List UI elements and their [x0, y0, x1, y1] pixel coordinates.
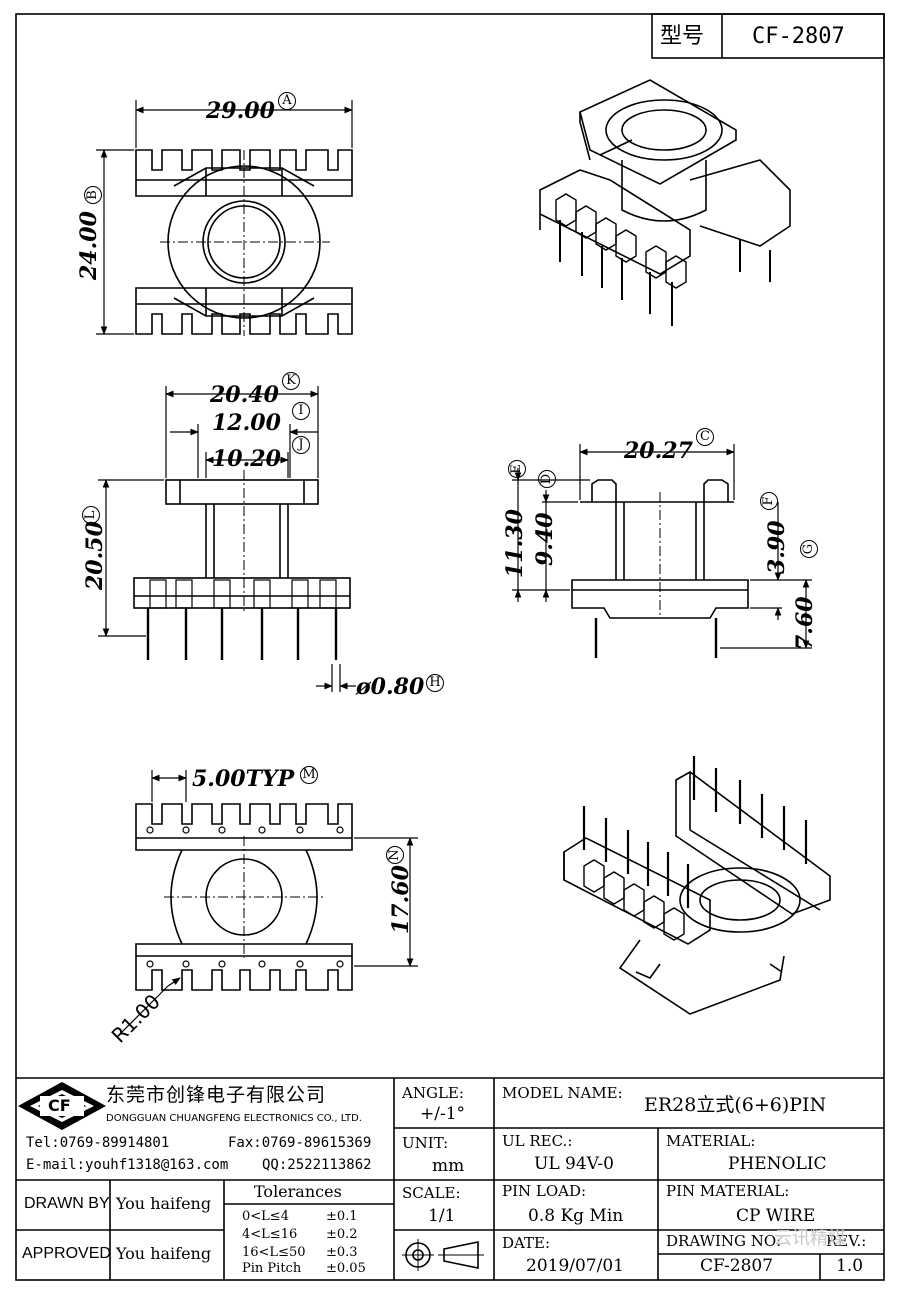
material-label: MATERIAL:: [666, 1132, 756, 1150]
dim-k-value: 20.40: [210, 382, 279, 408]
dim-e-marker: E: [508, 460, 526, 478]
company-qq: QQ:2522113862: [262, 1157, 372, 1173]
company-name-en: DONGGUAN CHUANGFENG ELECTRONICS CO., LTD…: [106, 1113, 362, 1124]
angle-value: +/-1°: [420, 1104, 466, 1124]
dim-l-marker: L: [82, 506, 100, 524]
material-value: PHENOLIC: [728, 1154, 827, 1174]
pin-load-value: 0.8 Kg Min: [528, 1206, 624, 1226]
drawn-by-label: DRAWN BY: [24, 1195, 110, 1212]
model-label: 型号: [660, 24, 705, 49]
tolerance-value-4: ±0.05: [326, 1261, 366, 1276]
dim-b-marker: B: [84, 186, 102, 204]
dim-h-marker: H: [426, 674, 444, 692]
date-label: DATE:: [502, 1234, 551, 1252]
scale-value: 1/1: [428, 1206, 456, 1226]
dim-i-value: 12.00: [212, 410, 281, 436]
dim-g-marker: G: [800, 540, 818, 558]
title-block-grid: [16, 1077, 884, 1280]
dim-l-value: 20.50: [82, 521, 108, 590]
isometric-view-top: [539, 79, 791, 326]
pin-material-label: PIN MATERIAL:: [666, 1182, 790, 1200]
tolerance-range-2: 4<L≤16: [242, 1227, 298, 1242]
logo-text: CF: [48, 1096, 71, 1115]
dim-i-marker: I: [292, 402, 310, 420]
company-logo: [18, 1082, 106, 1130]
tolerance-range-1: 0<L≤4: [242, 1209, 289, 1224]
unit-value: mm: [432, 1156, 465, 1176]
angle-label: ANGLE:: [402, 1084, 464, 1102]
drawn-by-value: You haifeng: [116, 1194, 212, 1213]
approved-value: You haifeng: [116, 1244, 212, 1263]
model-name-label: MODEL NAME:: [502, 1084, 623, 1102]
drawing-no-label: DRAWING NO:: [666, 1232, 782, 1250]
ul-rec-label: UL REC.:: [502, 1132, 573, 1150]
dim-g-value: 7.60: [792, 596, 818, 650]
company-email: E-mail:youhf1318@163.com: [26, 1157, 229, 1173]
scale-label: SCALE:: [402, 1184, 461, 1202]
tolerance-range-4: Pin Pitch: [242, 1261, 302, 1276]
dim-a-value: 29.00: [206, 98, 275, 124]
unit-label: UNIT:: [402, 1134, 449, 1152]
date-value: 2019/07/01: [526, 1256, 624, 1276]
dim-k-marker: K: [282, 372, 300, 390]
pin-material-value: CP WIRE: [736, 1206, 816, 1226]
dim-e-value: 11.30: [502, 509, 528, 578]
model-number: CF-2807: [752, 24, 845, 49]
tolerance-value-1: ±0.1: [326, 1209, 358, 1224]
dim-j-value: 10.20: [212, 446, 281, 472]
dim-b-value: 24.00: [76, 211, 102, 280]
dim-c-marker: C: [696, 428, 714, 446]
model-name-value: ER28立式(6+6)PIN: [644, 1094, 827, 1116]
company-name-cn: 东莞市创锋电子有限公司: [106, 1084, 327, 1106]
dim-h-value: ø0.80: [356, 674, 425, 700]
dim-d-marker: D: [538, 470, 556, 488]
company-tel: Tel:0769-89914801: [26, 1135, 170, 1151]
dim-m-marker: M: [300, 766, 318, 784]
approved-label: APPROVED: [22, 1245, 111, 1262]
tolerance-value-2: ±0.2: [326, 1227, 358, 1242]
dim-n-value: 17.60: [388, 865, 414, 934]
bottom-view: [135, 803, 353, 991]
rev-label: REV.:: [826, 1232, 867, 1250]
watermark: 云讯精煤: [774, 1228, 846, 1249]
tolerances-label: Tolerances: [254, 1182, 342, 1201]
model-number-box: [651, 13, 885, 59]
drawing-no-value: CF-2807: [700, 1256, 774, 1276]
dim-f-marker: F: [760, 492, 778, 510]
front-view: [133, 479, 351, 660]
dim-j-marker: J: [292, 436, 310, 454]
tolerance-value-3: ±0.3: [326, 1245, 358, 1260]
dim-m-value: 5.00TYP: [192, 766, 295, 792]
pin-load-label: PIN LOAD:: [502, 1182, 587, 1200]
dim-d-value: 9.40: [532, 512, 558, 566]
outer-frame: [15, 13, 885, 1281]
dim-c-value: 20.27: [624, 438, 693, 464]
tolerance-range-3: 16<L≤50: [242, 1245, 306, 1260]
company-fax: Fax:0769-89615369: [228, 1135, 372, 1151]
dim-a-marker: A: [278, 92, 296, 110]
dim-f-value: 3.90: [764, 520, 790, 574]
rev-value: 1.0: [836, 1256, 864, 1276]
isometric-view-bottom: [563, 756, 831, 1015]
dim-n-marker: N: [386, 846, 404, 864]
ul-rec-value: UL 94V-0: [534, 1154, 614, 1174]
